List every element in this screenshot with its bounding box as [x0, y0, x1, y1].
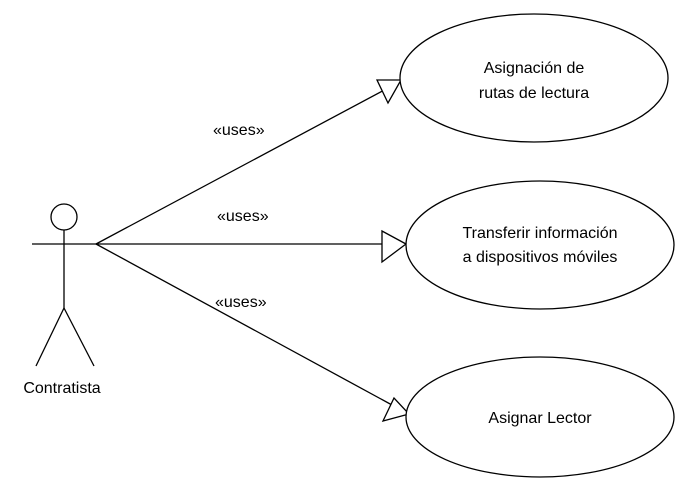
association-1	[95, 79, 403, 245]
generalization-arrowhead	[381, 396, 411, 422]
generalization-arrowhead	[375, 79, 403, 105]
actor-label: Contratista	[23, 380, 100, 397]
use-case-ellipse	[399, 13, 669, 143]
stereotype-label-1: «uses»	[213, 122, 265, 139]
stereotype-label-2: «uses»	[217, 208, 269, 225]
use-case-asignacion-rutas[interactable]: Asignación de rutas de lectura	[399, 13, 669, 143]
use-case-ellipse	[405, 180, 675, 310]
use-case-transferir-informacion[interactable]: Transferir información a dispositivos mó…	[405, 180, 675, 310]
actor-right-leg	[63, 307, 95, 367]
use-case-label-line1: Asignación de	[484, 60, 585, 77]
use-case-label-line2: a dispositivos móviles	[463, 249, 618, 266]
association-2	[96, 229, 408, 264]
actor-left-leg	[35, 307, 65, 367]
association-line	[95, 87, 389, 245]
association-3	[95, 243, 411, 422]
association-line	[95, 243, 393, 406]
use-case-ellipse	[405, 356, 675, 478]
use-case-asignar-lector[interactable]: Asignar Lector	[405, 356, 675, 478]
use-case-label-line2: rutas de lectura	[479, 85, 589, 102]
generalization-arrowhead	[381, 229, 408, 264]
use-case-label-line1: Asignar Lector	[488, 410, 592, 427]
stereotype-label-3: «uses»	[215, 294, 267, 311]
actor-head	[50, 203, 78, 231]
actor-contratista[interactable]: Contratista	[23, 203, 101, 397]
use-case-label-line1: Transferir información	[462, 225, 617, 242]
